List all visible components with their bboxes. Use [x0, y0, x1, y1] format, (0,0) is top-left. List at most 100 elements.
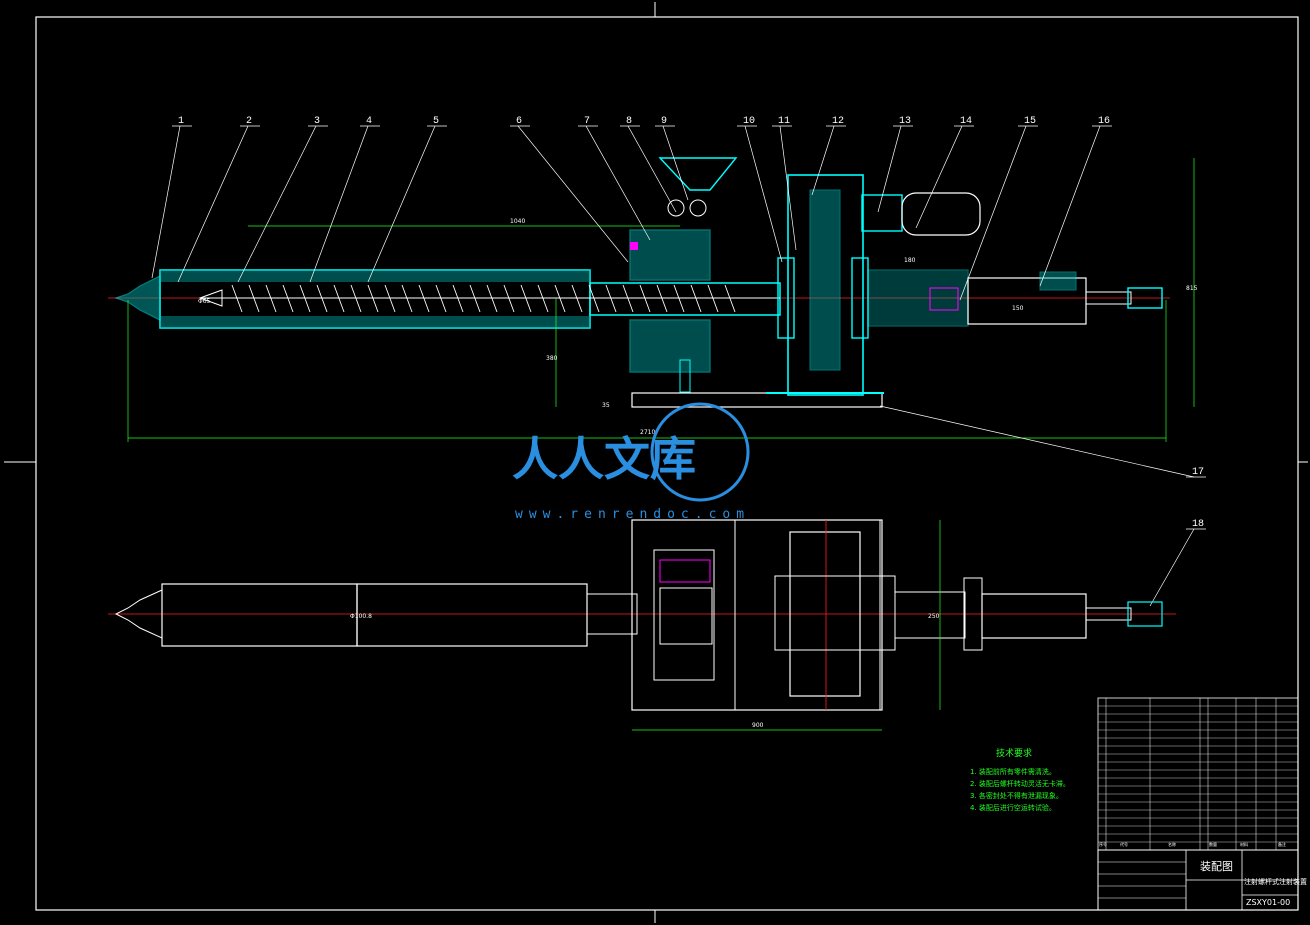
barrel-wall-top	[160, 270, 590, 282]
screw-flight	[299, 284, 311, 313]
screw-flight	[265, 284, 277, 313]
screw-flight	[333, 284, 345, 313]
screw-flight	[639, 284, 651, 313]
balloon-number: 8	[626, 116, 632, 127]
part-name: 注射螺杆式注射装置	[1244, 877, 1307, 886]
leader-line	[779, 125, 797, 251]
screw-flight	[367, 284, 379, 313]
plan-thrust	[894, 591, 966, 639]
plan-cylinder	[981, 593, 1087, 639]
screw-flight	[452, 284, 464, 313]
balloon-number: 11	[778, 116, 790, 127]
balloon-number: 7	[584, 116, 590, 127]
motor-coupling	[861, 194, 903, 232]
bearing-left	[777, 257, 795, 339]
screw-flight	[520, 284, 532, 313]
leader-line	[627, 125, 677, 213]
screw-flight	[231, 284, 243, 313]
leader-line	[1149, 528, 1195, 607]
screw-flight	[554, 284, 566, 313]
leader-line	[517, 125, 629, 263]
tech-item: 2. 装配后螺杆转动灵活无卡滞。	[970, 779, 1070, 788]
plan-frame-inner	[734, 519, 881, 711]
balloon-number: 10	[743, 116, 755, 127]
parts-list: 序号 代号 名称 数量 材料 备注	[1097, 697, 1299, 851]
screw-flight	[435, 284, 447, 313]
watermark-text: 人人文库	[512, 432, 696, 486]
dim-base: 35	[602, 402, 610, 409]
screw-flight	[401, 284, 413, 313]
screw-flight	[248, 284, 260, 313]
leader-line	[877, 125, 902, 213]
balloon-number: 6	[516, 116, 522, 127]
screw-flights	[231, 284, 736, 313]
col-qty: 数量	[1209, 841, 1217, 847]
plan-flange	[774, 575, 896, 651]
leader-line	[237, 125, 317, 283]
balloon-number: 12	[832, 116, 844, 127]
parts-list-frame	[1097, 697, 1299, 851]
plan-view: 250 900 Φ100.8	[108, 519, 1176, 731]
dim-barrel: Φ65	[198, 298, 211, 305]
gearbox-housing	[787, 174, 864, 396]
title-block: 装配图 注射螺杆式注射装置 ZSXY01-00	[1097, 849, 1307, 911]
leader-line	[151, 125, 181, 279]
rod	[1085, 291, 1132, 305]
dim-plan: 900	[752, 722, 764, 729]
leader-line	[367, 125, 436, 283]
col-name: 名称	[1168, 841, 1176, 847]
cylinder-cap	[1039, 271, 1077, 291]
hopper	[658, 157, 738, 191]
leader-line	[915, 125, 963, 229]
leader-line	[744, 125, 783, 263]
watermark-circle	[650, 402, 750, 502]
watermark: 人人文库 www.renrendoc.com	[512, 402, 750, 522]
screw-flight	[418, 284, 430, 313]
watermark-url: www.renrendoc.com	[515, 507, 750, 522]
rod-end	[1127, 287, 1163, 309]
leader-line	[585, 125, 651, 241]
base-plate	[631, 392, 883, 408]
screw-flight	[673, 284, 685, 313]
parts-list-rows	[1098, 705, 1298, 843]
dim-plan-width: 250	[928, 613, 940, 620]
leader-line	[662, 125, 689, 201]
leader-line	[177, 125, 249, 283]
plan-nozzle	[114, 589, 163, 639]
balloon-number: 14	[960, 116, 972, 127]
plan-motor-block	[653, 549, 715, 681]
screw-tip	[198, 289, 223, 307]
screw-flight	[316, 284, 328, 313]
barrel-wall-bottom	[160, 316, 590, 328]
plan-motor-top	[659, 559, 711, 583]
balloon-number: 15	[1024, 116, 1036, 127]
balloon-number: 17	[1192, 467, 1204, 478]
screw-flight	[503, 284, 515, 313]
tech-item: 3. 各密封处不得有泄漏现象。	[970, 791, 1063, 800]
dim-overall: 2710	[640, 429, 655, 436]
screw-flight	[537, 284, 549, 313]
screw-flight	[724, 284, 736, 313]
plan-barrel-2	[356, 583, 588, 647]
dim-plan-barrel: Φ100.8	[350, 613, 372, 620]
screw-flight	[282, 284, 294, 313]
screw-flight	[571, 284, 583, 313]
drawing-type: 装配图	[1200, 860, 1233, 873]
leader-line	[879, 405, 1195, 478]
balloon-number: 16	[1098, 116, 1110, 127]
screw-flight	[605, 284, 617, 313]
tech-item: 1. 装配前所有零件需清洗。	[970, 767, 1056, 776]
dim-small1: 180	[904, 257, 916, 264]
tech-item: 4. 装配后进行空运转试验。	[970, 803, 1056, 812]
support-bracket	[629, 319, 711, 373]
balloon-number: 5	[433, 116, 439, 127]
plan-barrel	[161, 583, 358, 647]
screw-flight	[656, 284, 668, 313]
col-code: 代号	[1120, 841, 1128, 847]
col-seq: 序号	[1099, 841, 1107, 847]
screw-flight	[469, 284, 481, 313]
balloon-number: 4	[366, 116, 372, 127]
leader-line	[811, 125, 835, 196]
